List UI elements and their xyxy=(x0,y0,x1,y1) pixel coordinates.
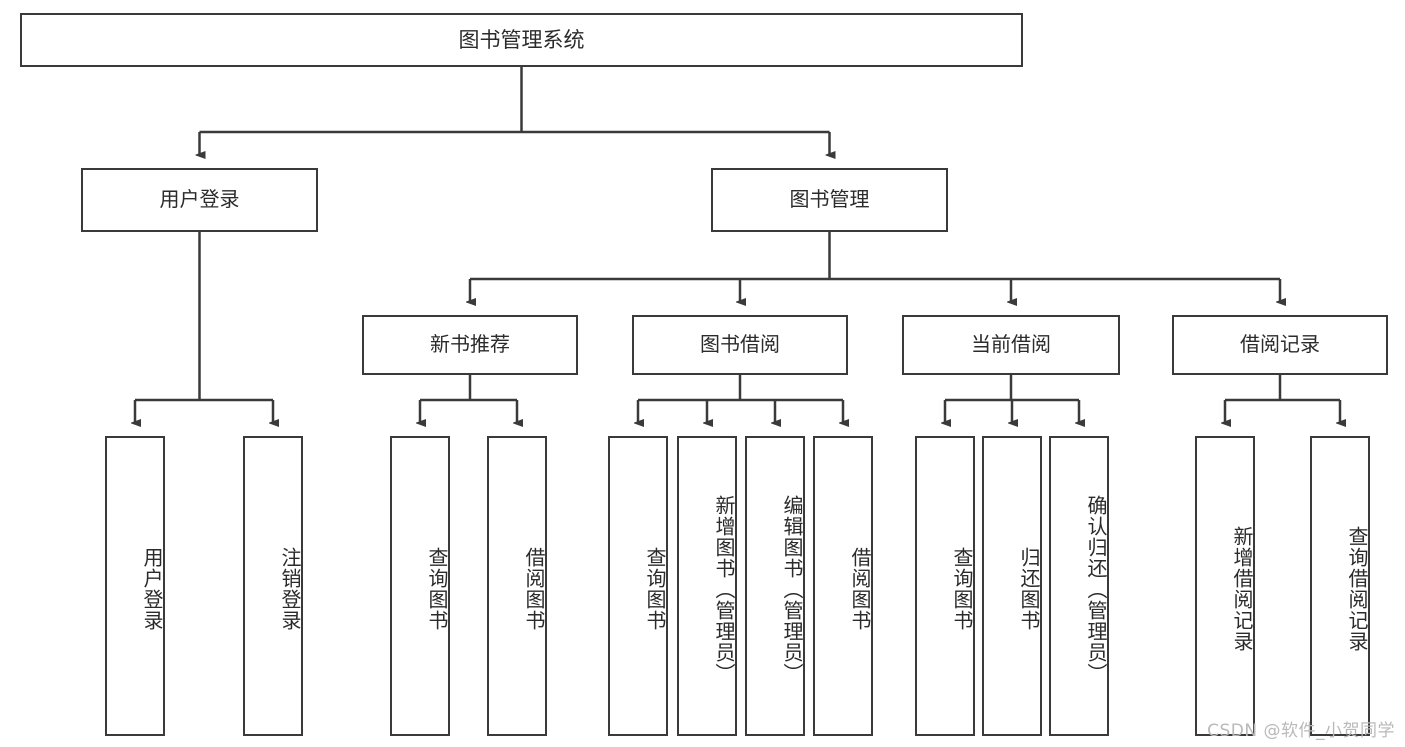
node-user-login[interactable]: 用户登录 xyxy=(81,168,318,232)
node-leaf-query-book-bb[interactable]: 查询图书 xyxy=(608,436,668,736)
connector-bus xyxy=(420,375,517,402)
node-new-book-rec[interactable]: 新书推荐 xyxy=(362,315,578,375)
node-label: 当前借阅 xyxy=(971,332,1051,357)
connector-bus xyxy=(945,375,1079,402)
node-label: 用户登录 xyxy=(140,547,164,631)
node-label: 归还图书 xyxy=(1017,547,1041,631)
node-label: 新书推荐 xyxy=(430,332,510,357)
node-label: 查询借阅记录 xyxy=(1345,526,1369,652)
node-leaf-return-book[interactable]: 归还图书 xyxy=(982,436,1042,736)
node-label: 借阅图书 xyxy=(522,547,546,631)
node-leaf-query-record[interactable]: 查询借阅记录 xyxy=(1310,436,1370,736)
node-label: 注销登录 xyxy=(278,547,302,631)
node-label: 新增图书（管理员） xyxy=(712,494,736,684)
node-label: 借阅记录 xyxy=(1240,332,1320,357)
node-label: 确认归还（管理员） xyxy=(1084,494,1108,684)
node-label: 借阅图书 xyxy=(848,547,872,631)
node-leaf-user-login[interactable]: 用户登录 xyxy=(105,436,165,736)
node-book-manage[interactable]: 图书管理 xyxy=(711,168,948,232)
csdn-watermark: CSDN @软件_小贺同学 xyxy=(1207,721,1395,741)
node-label: 编辑图书（管理员） xyxy=(780,494,804,684)
node-label: 查询图书 xyxy=(950,547,974,631)
node-label: 新增借阅记录 xyxy=(1230,526,1254,652)
node-leaf-borrow-book-rec[interactable]: 借阅图书 xyxy=(487,436,547,736)
node-leaf-borrow-book-bb[interactable]: 借阅图书 xyxy=(813,436,873,736)
node-book-borrow[interactable]: 图书借阅 xyxy=(632,315,848,375)
node-label: 查询图书 xyxy=(425,547,449,631)
node-leaf-edit-book[interactable]: 编辑图书（管理员） xyxy=(745,436,805,736)
connector-bus xyxy=(470,232,1280,281)
connector-bus xyxy=(638,375,843,402)
connector-bus xyxy=(1225,375,1340,402)
node-leaf-add-book[interactable]: 新增图书（管理员） xyxy=(677,436,737,736)
node-leaf-query-book-cb[interactable]: 查询图书 xyxy=(915,436,975,736)
node-label: 用户登录 xyxy=(159,187,240,212)
node-label: 查询图书 xyxy=(643,547,667,631)
node-root[interactable]: 图书管理系统 xyxy=(20,13,1023,67)
node-label: 图书管理系统 xyxy=(458,27,585,52)
connector-bus xyxy=(135,232,273,402)
node-leaf-user-logout[interactable]: 注销登录 xyxy=(243,436,303,736)
node-leaf-query-book-rec[interactable]: 查询图书 xyxy=(390,436,450,736)
node-leaf-add-record[interactable]: 新增借阅记录 xyxy=(1195,436,1255,736)
connector-bus xyxy=(199,67,830,134)
node-label: 图书借阅 xyxy=(700,332,780,357)
node-label: 图书管理 xyxy=(789,187,870,212)
node-leaf-confirm-return[interactable]: 确认归还（管理员） xyxy=(1049,436,1109,736)
node-borrow-record[interactable]: 借阅记录 xyxy=(1172,315,1388,375)
node-current-borrow[interactable]: 当前借阅 xyxy=(902,315,1120,375)
